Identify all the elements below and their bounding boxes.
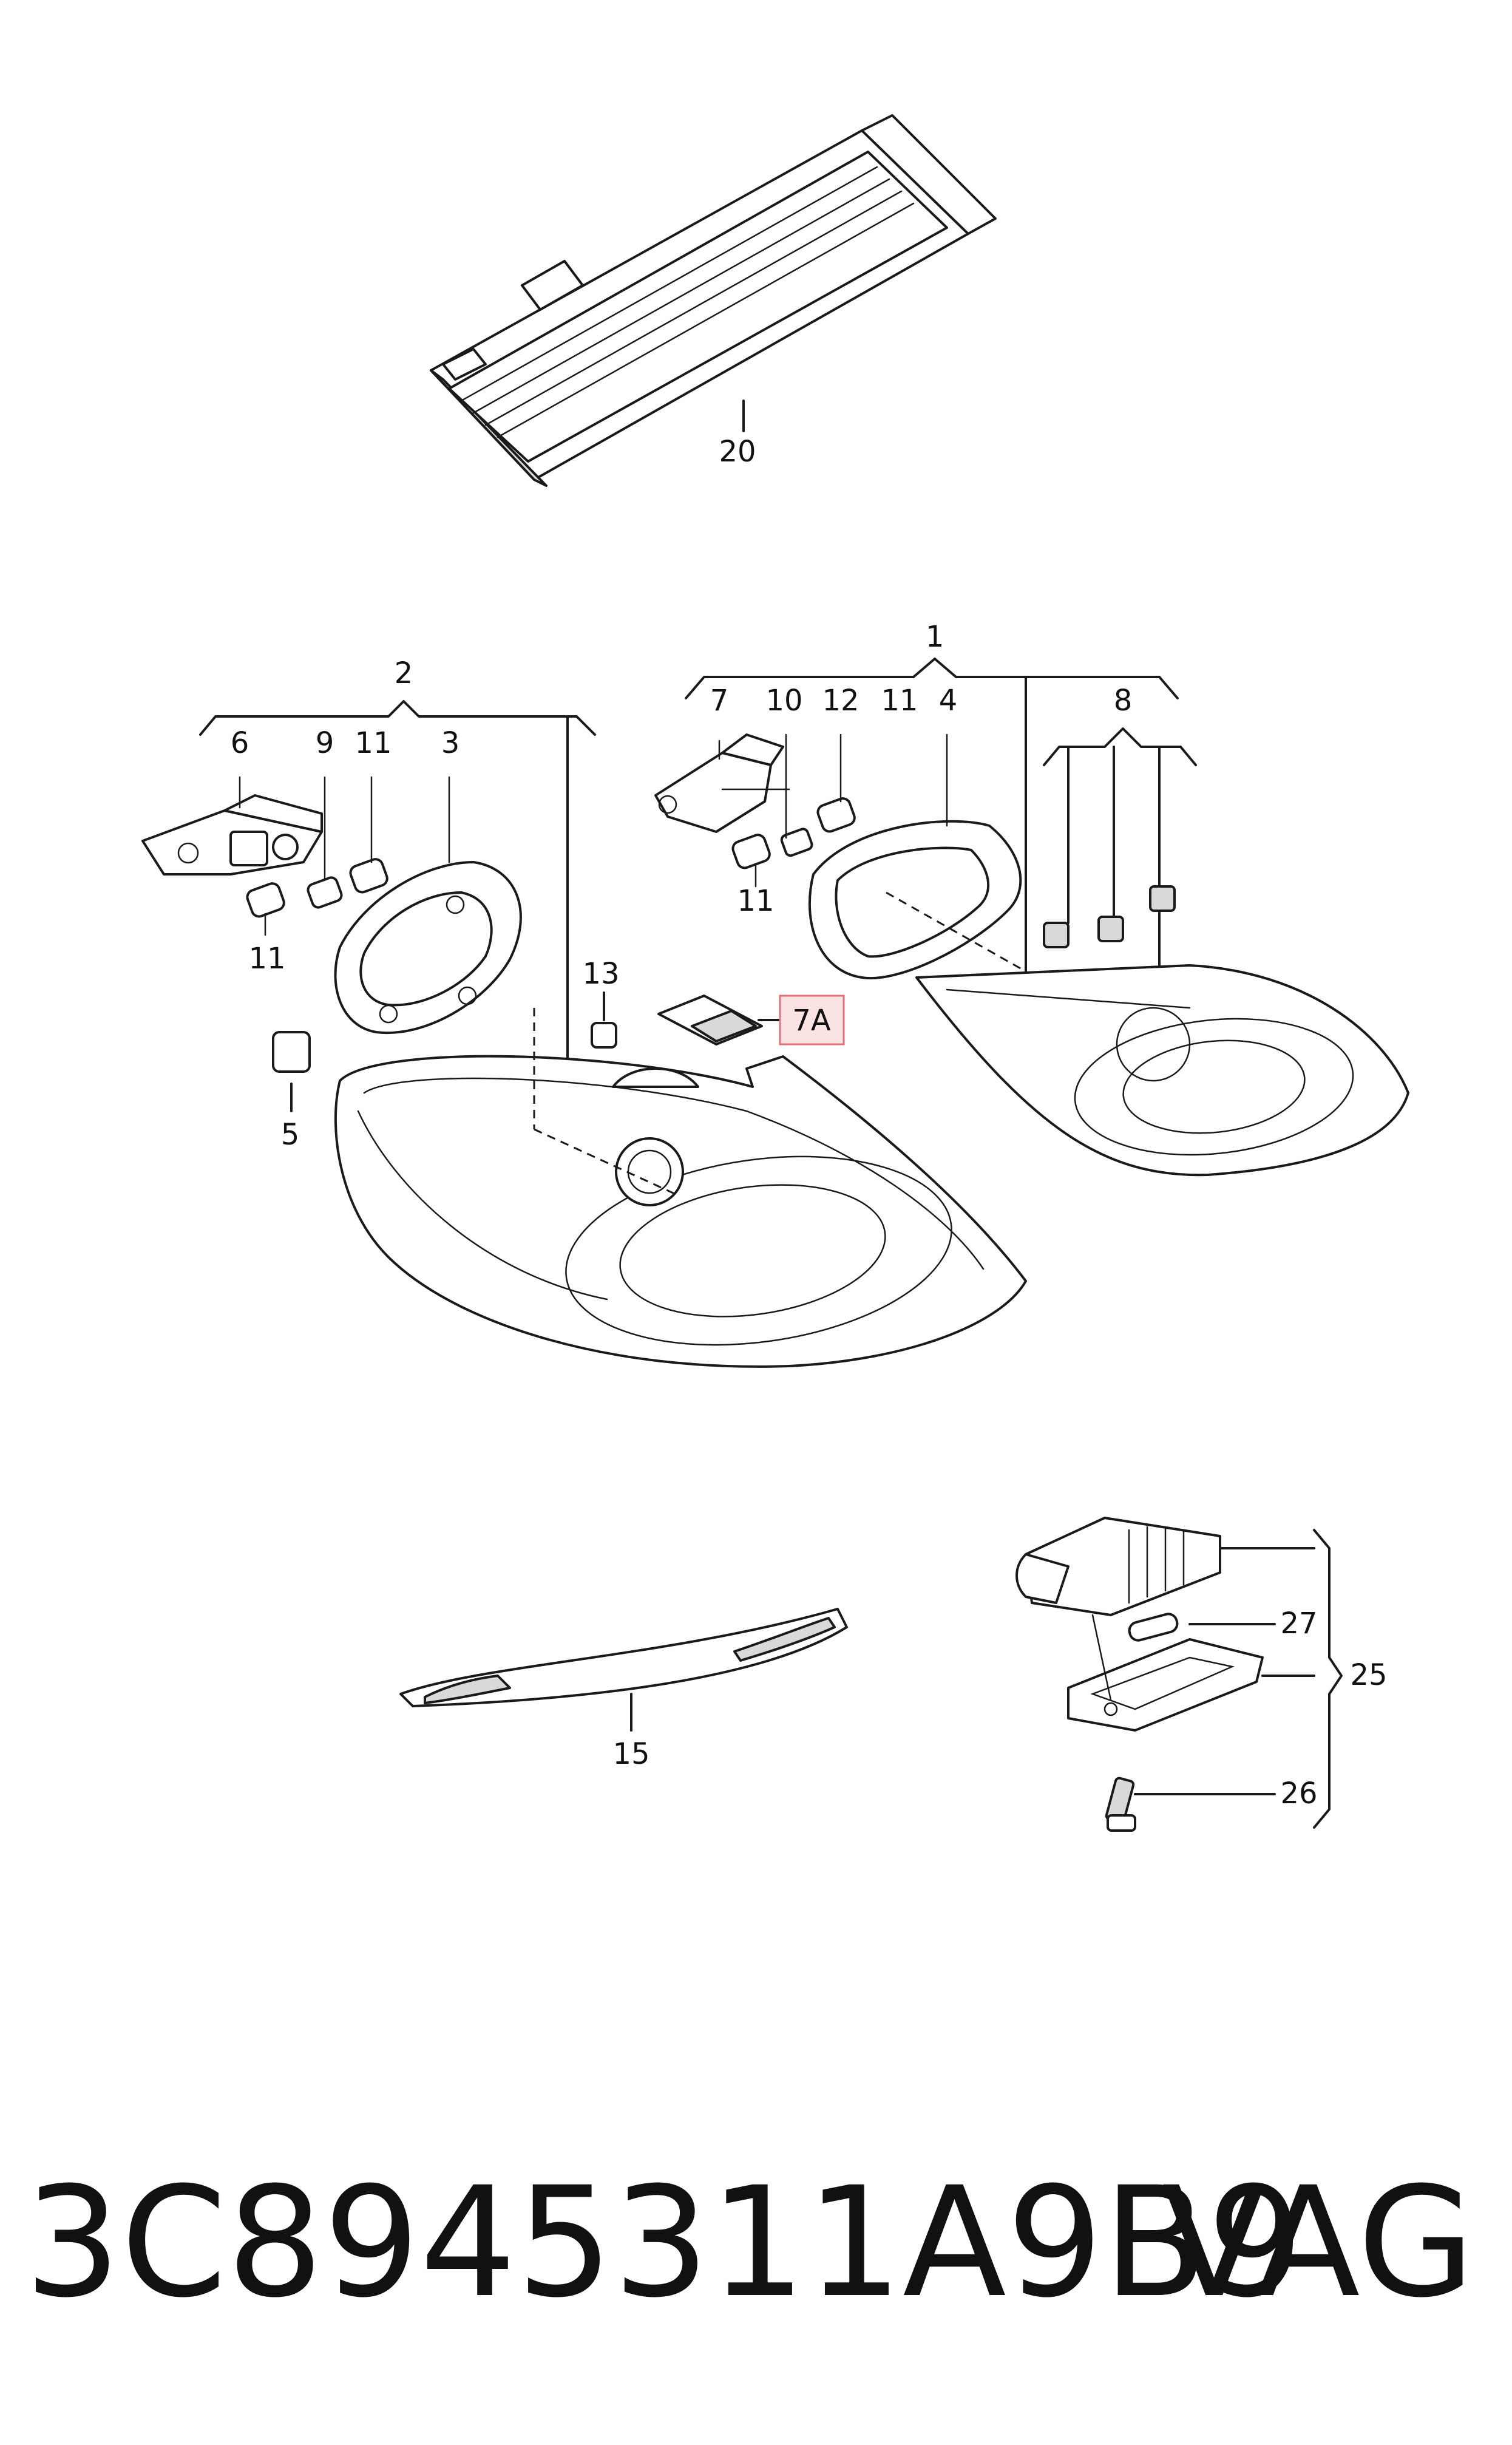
right-tail-light	[915, 964, 1409, 1177]
label-8: 8	[1114, 684, 1133, 718]
label-12: 12	[822, 684, 859, 718]
left-tail-light	[334, 1008, 1027, 1368]
label-3: 3	[441, 726, 460, 760]
bulb-11-right	[731, 834, 771, 869]
label-7a: 7A	[792, 1004, 831, 1038]
part-6-bulb-holder	[141, 794, 323, 876]
bulb-12	[816, 797, 856, 833]
label-11-right-bottom: 11	[737, 884, 774, 918]
part-number: 3C8945311A9B9	[24, 2154, 1304, 2331]
label-25: 25	[1350, 1658, 1387, 1692]
part-25-plate-light	[1015, 1517, 1343, 1832]
brand-name: VAG	[1162, 2154, 1475, 2331]
bulb-9	[307, 876, 343, 909]
plate-light-lens	[1067, 1614, 1315, 1732]
footer: 3C8945311A9B9 VAG	[24, 2154, 1475, 2331]
label-5: 5	[281, 1118, 300, 1152]
label-1: 1	[926, 620, 944, 654]
label-26: 26	[1280, 1777, 1317, 1811]
bracket-1	[685, 658, 1179, 973]
label-2: 2	[395, 656, 413, 690]
leader-lines	[239, 733, 948, 936]
label-7: 7	[710, 684, 729, 718]
part-4-gasket	[808, 820, 1026, 980]
bulbs	[246, 797, 856, 918]
label-4: 4	[939, 684, 958, 718]
part-labels: 1 2 3 4 5 6 7 7A 8 9 10 11 11 11 11 12 1…	[231, 435, 1388, 1811]
part-5-clip	[272, 1031, 311, 1112]
part-15-reflector	[399, 1608, 848, 1732]
part-20-brake-light	[430, 114, 997, 487]
part-26-screw	[1105, 1777, 1276, 1832]
label-10: 10	[765, 684, 802, 718]
label-15: 15	[612, 1737, 649, 1771]
label-11-left-top: 11	[354, 726, 392, 760]
part-13-nut	[591, 991, 617, 1049]
part-3-gasket	[334, 861, 522, 1035]
label-13: 13	[582, 957, 619, 991]
label-20: 20	[719, 435, 756, 469]
label-11-left-bottom: 11	[248, 942, 285, 976]
highlight-box-7a	[779, 995, 845, 1046]
part-7a-sticker	[657, 995, 845, 1046]
bulb-11-left-top	[349, 858, 388, 894]
label-11-right-top: 11	[881, 684, 918, 718]
part-8-screws	[1043, 885, 1176, 948]
bulb-10	[780, 828, 813, 857]
label-9: 9	[316, 726, 334, 760]
bulb-11-left-bottom	[246, 882, 285, 918]
label-6: 6	[231, 726, 249, 760]
label-27: 27	[1280, 1607, 1317, 1641]
bracket-2	[199, 700, 596, 1088]
part-27-festoon-bulb	[1128, 1613, 1276, 1642]
part-7-bulb-holder	[654, 733, 790, 833]
